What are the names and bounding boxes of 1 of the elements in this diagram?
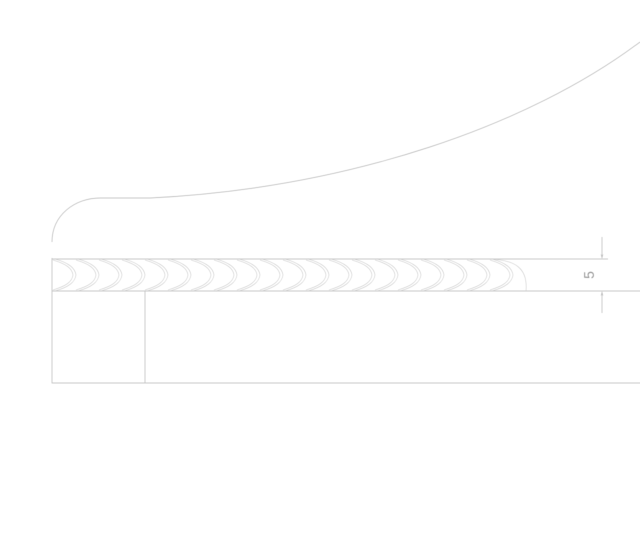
dimension-text: 5 xyxy=(584,272,594,278)
